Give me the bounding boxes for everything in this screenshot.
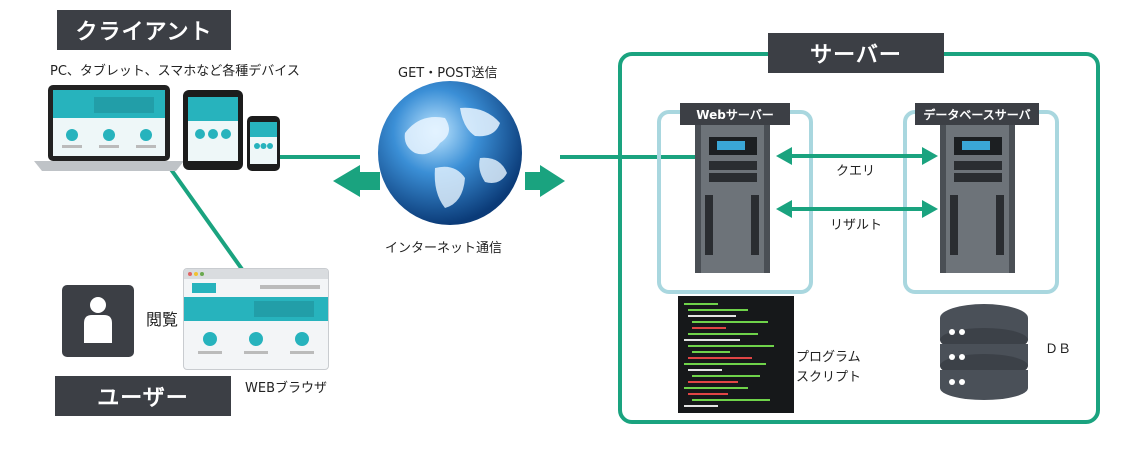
arrow-left-icon bbox=[333, 165, 380, 197]
server-title: サーバー bbox=[768, 33, 944, 73]
server-title-text: サーバー bbox=[810, 43, 902, 68]
tablet-image bbox=[183, 90, 243, 170]
db-server-label-text: データベースサーバ bbox=[923, 107, 1031, 122]
user-title-text: ユーザー bbox=[97, 386, 189, 411]
web-server-label: Webサーバー bbox=[680, 103, 790, 125]
code-screen-image bbox=[678, 296, 794, 413]
db-server-tower-image bbox=[940, 125, 1015, 273]
view-label: 閲覧 bbox=[146, 310, 179, 329]
db-server-label: データベースサーバ bbox=[915, 103, 1039, 125]
client-title: クライアント bbox=[57, 10, 231, 50]
query-arrow-icon bbox=[776, 147, 938, 165]
user-link-line bbox=[168, 166, 246, 274]
browser-label: WEBブラウザ bbox=[245, 381, 327, 396]
result-label: リザルト bbox=[830, 218, 883, 233]
web-server-tower-image bbox=[695, 125, 770, 273]
result-arrow-icon bbox=[776, 200, 938, 218]
phone-image bbox=[247, 116, 280, 171]
network-top-label: GET・POST送信 bbox=[398, 66, 498, 81]
web-server-label-text: Webサーバー bbox=[696, 107, 774, 122]
database-icon bbox=[938, 302, 1030, 400]
query-label: クエリ bbox=[836, 164, 876, 179]
user-avatar-icon bbox=[62, 285, 134, 357]
db-label: ＤＢ bbox=[1045, 342, 1072, 357]
client-title-text: クライアント bbox=[75, 20, 213, 45]
arrow-right-icon bbox=[525, 165, 565, 197]
globe-icon bbox=[375, 78, 525, 228]
network-bottom-label: インターネット通信 bbox=[385, 241, 503, 256]
laptop-image bbox=[34, 85, 184, 173]
program-label-line1: プログラム bbox=[796, 350, 861, 365]
devices-caption: PC、タブレット、スマホなど各種デバイス bbox=[50, 64, 300, 79]
user-title: ユーザー bbox=[55, 376, 231, 416]
program-label-line2: スクリプト bbox=[796, 370, 862, 385]
browser-window-image bbox=[183, 268, 329, 370]
